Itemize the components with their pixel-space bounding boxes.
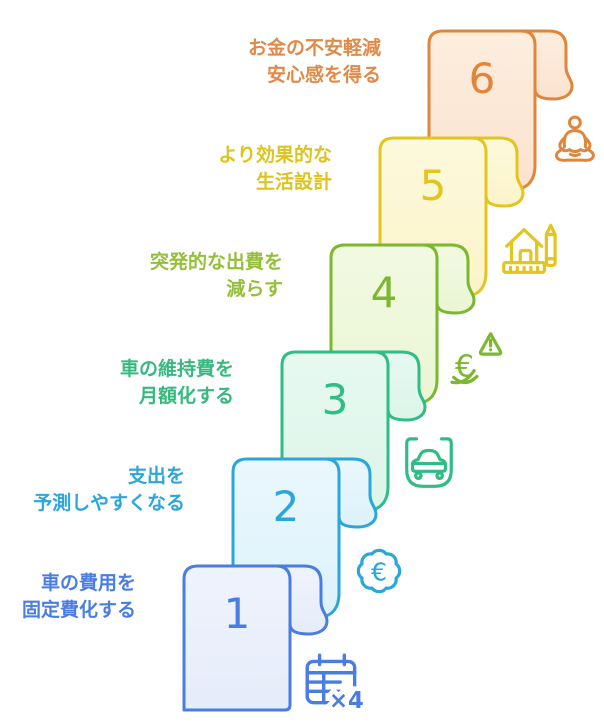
house-plan-icon xyxy=(502,223,557,274)
step-number: 2 xyxy=(273,482,300,531)
step-number: 6 xyxy=(469,54,496,103)
step-1: 1 車の費用を 固定費化する ×4 xyxy=(22,562,368,728)
step-1-label: 車の費用を 固定費化する xyxy=(21,572,136,621)
step-number: 4 xyxy=(371,268,398,317)
scroll-shape-1: 1 xyxy=(182,564,329,712)
car-icon xyxy=(405,437,453,488)
step-number: 3 xyxy=(322,375,349,424)
euro-coin-icon: € xyxy=(356,548,402,594)
expense-warning-icon: € xyxy=(450,332,503,384)
calendar-x4-icon: ×4 xyxy=(305,653,368,718)
step-4-label: 突発的な出費を 減らす xyxy=(149,251,283,300)
step-3-label: 車の維持費を 月額化する xyxy=(119,358,234,407)
step-2-label: 支出を 予測しやすくなる xyxy=(33,465,185,514)
step-number: 1 xyxy=(224,589,251,638)
svg-text:€: € xyxy=(371,558,387,587)
meditation-person-icon xyxy=(554,115,595,162)
step-number: 5 xyxy=(420,161,447,210)
svg-text:×4: ×4 xyxy=(329,688,364,714)
step-5-label: より効果的な 生活設計 xyxy=(218,144,332,193)
step-6-label: お金の不安軽減 安心感を得る xyxy=(247,37,381,86)
